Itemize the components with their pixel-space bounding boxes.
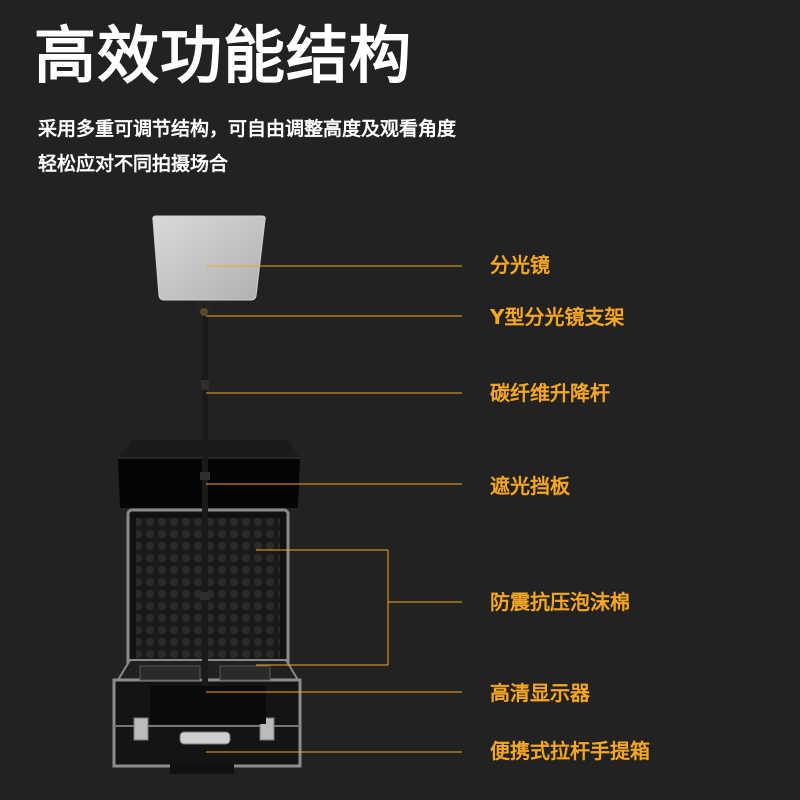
page-title: 高效功能结构 bbox=[34, 19, 413, 92]
beam-splitter-glass bbox=[152, 215, 266, 301]
subtitle-line-1: 采用多重可调节结构，可自由调整高度及观看角度 bbox=[38, 118, 457, 140]
shade-panel bbox=[118, 440, 300, 508]
callout-lines bbox=[206, 265, 462, 753]
label-suitcase: 便携式拉杆手提箱 bbox=[490, 739, 650, 763]
label-shade-panel: 遮光挡板 bbox=[490, 474, 570, 498]
label-y-bracket: Y型分光镜支架 bbox=[490, 305, 625, 329]
label-beam-splitter: 分光镜 bbox=[490, 253, 550, 277]
label-carbon-pole: 碳纤维升降杆 bbox=[490, 381, 610, 405]
lifting-pole bbox=[200, 306, 210, 686]
label-monitor: 高清显示器 bbox=[490, 681, 590, 705]
subtitle-line-2: 轻松应对不同拍摄场合 bbox=[38, 153, 229, 175]
label-foam: 防震抗压泡沫棉 bbox=[490, 590, 630, 614]
